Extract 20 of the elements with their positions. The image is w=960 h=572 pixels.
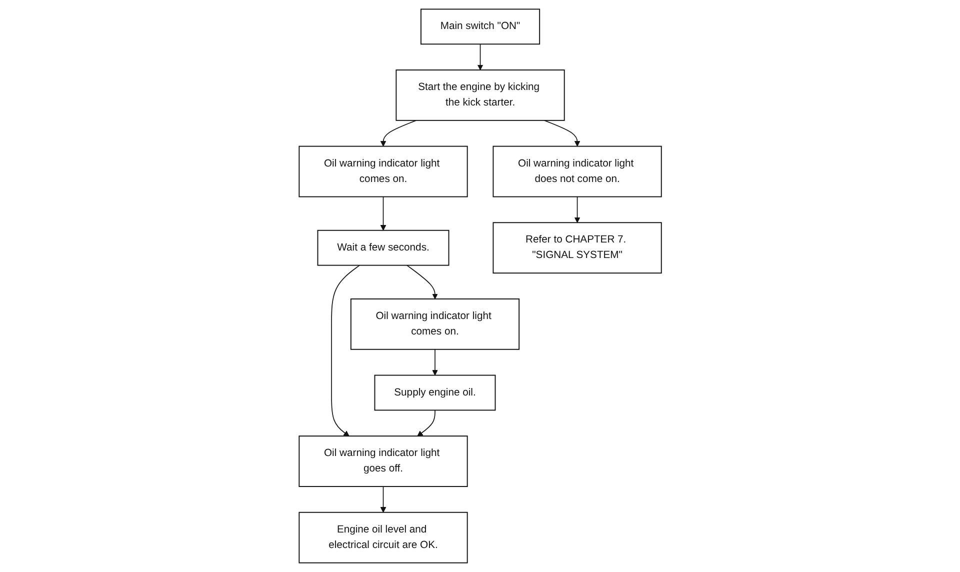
arrow xyxy=(406,264,438,300)
node-box: Refer to CHAPTER 7. "SIGNAL SYSTEM" xyxy=(492,222,662,274)
arrow xyxy=(416,410,436,436)
arrow xyxy=(432,348,438,376)
node-box: Start the engine by kicking the kick starter. xyxy=(395,70,565,121)
node-box: Oil warning indicator light goes off. xyxy=(298,436,468,487)
arrow xyxy=(380,120,416,147)
arrow xyxy=(574,196,580,223)
arrow xyxy=(380,196,386,231)
arrow xyxy=(330,264,360,436)
node-box: Engine oil level and electrical circuit are OK. xyxy=(298,512,468,564)
arrow xyxy=(544,120,580,147)
node-box: Oil warning indicator light comes on. xyxy=(298,146,468,198)
arrow xyxy=(380,486,386,513)
arrow xyxy=(477,44,483,70)
node-box: Wait a few seconds. xyxy=(316,230,449,266)
node-box: Supply engine oil. xyxy=(374,374,496,411)
node-box: Oil warning indicator light does not come on. xyxy=(492,146,662,198)
node-box: Main switch "ON" xyxy=(420,8,540,45)
node-box: Oil warning indicator light comes on. xyxy=(350,298,520,350)
